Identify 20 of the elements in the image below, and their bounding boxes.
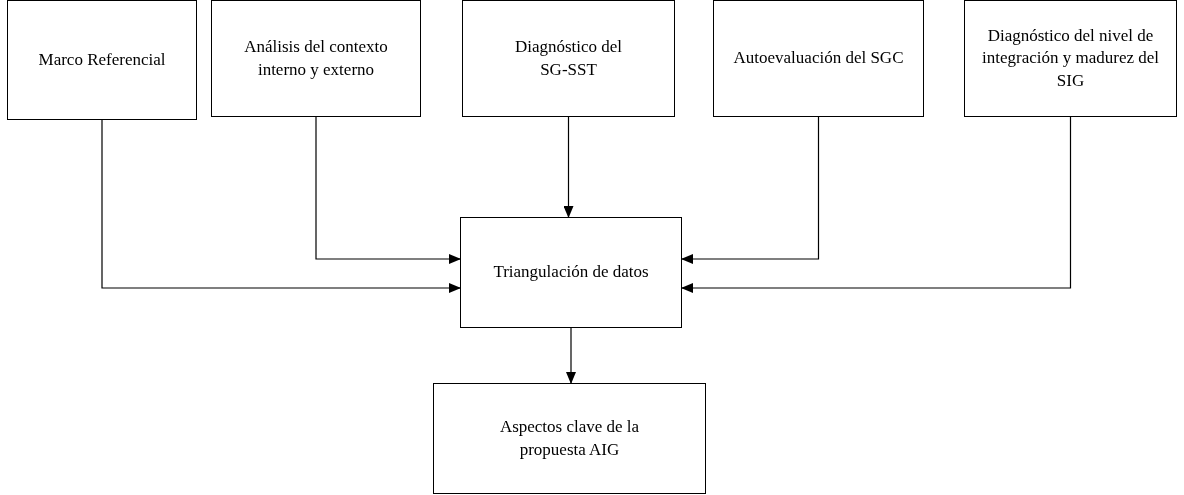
arrow	[681, 116, 1072, 293]
process-box	[462, 0, 675, 117]
process-box	[7, 0, 197, 120]
arrow	[101, 119, 461, 293]
arrow	[681, 116, 820, 264]
box-label: Marco Referencial	[38, 48, 166, 71]
box-label: Autoevaluación del SGC	[733, 47, 904, 70]
box-label: Diagnóstico del SG-SST	[513, 36, 624, 81]
box-label: Aspectos clave de la propuesta AIG	[498, 416, 641, 461]
box-label: Diagnóstico del nivel de integración y madurez del SIG	[981, 25, 1160, 92]
process-box	[964, 0, 1177, 117]
process-box	[713, 0, 924, 117]
arrow	[563, 116, 574, 218]
arrow	[566, 327, 576, 384]
box-label: Triangulación de datos	[493, 261, 649, 284]
process-box	[460, 217, 682, 328]
process-box	[211, 0, 421, 117]
arrow	[315, 116, 461, 264]
box-label: Análisis del contexto interno y externo	[243, 36, 389, 81]
process-box	[433, 383, 706, 494]
